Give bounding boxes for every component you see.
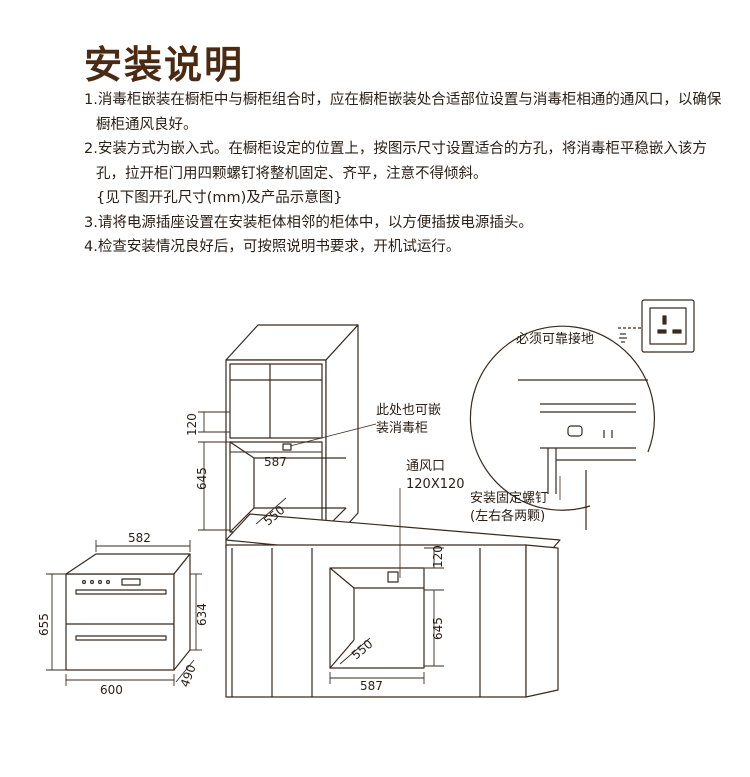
product-depth-dim: 490 — [178, 663, 199, 689]
leader-lines — [289, 423, 561, 578]
upper-top-dim: 120 — [185, 413, 199, 436]
product-width-top-dim: 582 — [128, 531, 151, 545]
lower-width-dim: 587 — [360, 679, 383, 693]
ground-label: 必须可靠接地 — [516, 331, 594, 347]
product-height-left-dim: 655 — [37, 613, 51, 636]
upper-width-dim: 587 — [264, 455, 287, 469]
lower-top-dim: 120 — [431, 545, 445, 568]
page-title: 安装说明 — [84, 43, 245, 87]
lower-height-dim: 645 — [431, 617, 445, 640]
vent-label-line1: 通风口 — [406, 459, 445, 474]
instruction-step-3: 3.请将电源插座设置在安装柜体相邻的柜体中，以方便插拔电源插头。 — [84, 214, 533, 231]
upper-dimension-lines — [198, 411, 322, 531]
instruction-step-1: 1.消毒柜嵌装在橱柜中与橱柜组合时，应在橱柜嵌装处合适部位设置与消毒柜相通的通风… — [84, 92, 722, 133]
product-disinfection-cabinet — [65, 553, 191, 671]
lower-cabinet — [225, 513, 561, 698]
instruction-step-2-note: {见下图开孔尺寸(mm)及产品示意图} — [96, 190, 343, 206]
instruction-step-2-text: 2.安装方式为嵌入式。在橱柜设定的位置上，按图示尺寸设置适合的方孔，将消毒柜平稳… — [84, 141, 707, 182]
instruction-step-2: 2.安装方式为嵌入式。在橱柜设定的位置上，按图示尺寸设置适合的方孔，将消毒柜平稳… — [84, 137, 724, 211]
instruction-step-4: 4.检查安装情况良好后，可按照说明书要求，开机试运行。 — [84, 239, 461, 255]
product-height-right-dim: 634 — [195, 603, 209, 626]
upper-height-dim: 645 — [195, 467, 209, 490]
instruction-list: 1.消毒柜嵌装在橱柜中与橱柜组合时，应在橱柜嵌装处合适部位设置与消毒柜相通的通风… — [84, 88, 724, 260]
product-dimension-lines — [46, 540, 202, 686]
screws-label-line2: (左右各两颗) — [470, 508, 545, 524]
lower-dimension-lines — [329, 547, 444, 684]
upper-cabinet — [225, 324, 359, 549]
product-width-bottom-dim: 600 — [100, 683, 123, 697]
alt-install-label-line2: 装消毒柜 — [376, 421, 428, 436]
screws-label-line1: 安装固定螺钉 — [470, 491, 548, 506]
vent-label-line2: 120X120 — [406, 477, 465, 492]
alt-install-label-line1: 此处也可嵌 — [376, 403, 441, 418]
screw-detail-circle — [469, 325, 655, 530]
ground-socket-icon — [618, 299, 695, 353]
